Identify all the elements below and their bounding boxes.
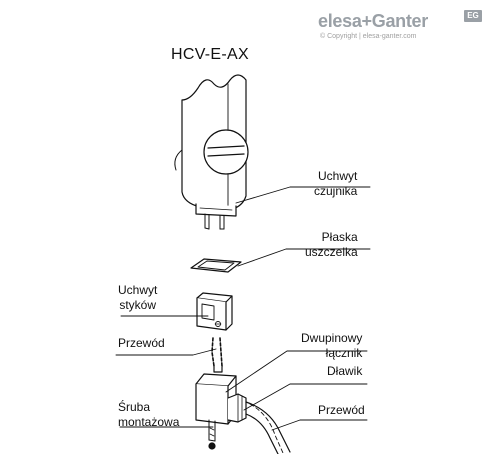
leader-two-pin-connector: [225, 350, 368, 393]
label-cable-gland: Dławik: [327, 364, 363, 378]
wire-bundle-top: [211, 337, 223, 373]
logo-copyright: © Copyright | elesa-ganter.com: [320, 33, 417, 40]
label-flat-gasket: Płaska uszczelka: [305, 230, 358, 260]
sensor-body: [174, 74, 249, 230]
label-sensor-holder: Uchwyt czujnika: [314, 169, 357, 199]
contact-holder: [196, 292, 233, 331]
label-two-pin-connector-line2: łącznik: [325, 346, 363, 360]
label-two-pin-connector: Dwupinowy łącznik: [301, 331, 362, 361]
label-two-pin-connector-line1: Dwupinowy: [301, 331, 363, 345]
leader-sensor-holder: [235, 186, 371, 204]
leader-wire-left: [115, 348, 217, 356]
label-wire-left: Przewód: [118, 336, 165, 350]
diagram-title: HCV-E-AX: [171, 46, 249, 63]
connector-body: [195, 373, 291, 454]
label-sensor-holder-line1: Uchwyt: [318, 169, 358, 183]
label-mounting-screw-line2: montażowa: [118, 415, 180, 429]
label-sensor-holder-line2: czujnika: [314, 184, 358, 198]
label-contact-holder-line2: styków: [119, 298, 157, 312]
logo-brand-text: elesa+Ganter: [318, 11, 428, 31]
label-contact-holder-line1: Uchwyt: [118, 283, 158, 297]
label-contact-holder: Uchwyt styków: [118, 283, 157, 313]
logo-badge: EG: [464, 10, 482, 22]
leader-cable-gland: [243, 383, 368, 411]
label-wire-right: Przewód: [318, 403, 365, 417]
leader-flat-gasket: [237, 248, 371, 267]
leader-lines: [115, 186, 371, 431]
label-flat-gasket-line2: uszczelka: [305, 245, 358, 259]
flat-gasket: [190, 258, 242, 273]
elesa-ganter-logo: elesa+Ganter EG © Copyright | elesa-gant…: [318, 8, 484, 46]
label-flat-gasket-line1: Płaska: [321, 230, 358, 244]
label-mounting-screw-line1: Śruba: [118, 400, 151, 414]
label-mounting-screw: Śruba montażowa: [118, 400, 179, 430]
leader-wire-right: [271, 419, 368, 431]
